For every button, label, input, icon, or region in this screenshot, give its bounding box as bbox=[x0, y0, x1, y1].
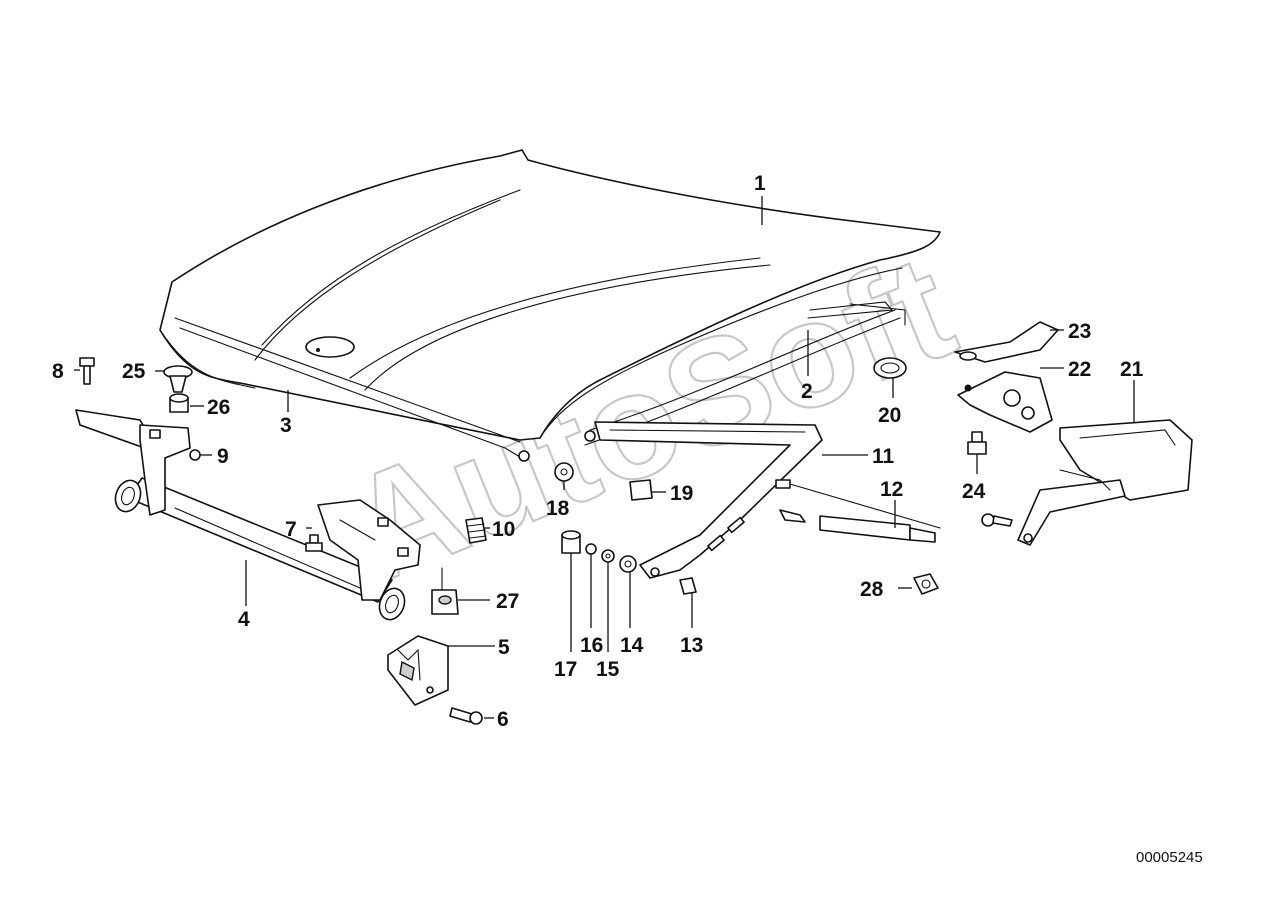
hinge-21 bbox=[1017, 419, 1193, 546]
bump-stop-27 bbox=[431, 567, 459, 615]
callout-19: 19 bbox=[670, 482, 693, 505]
callout-14: 14 bbox=[620, 634, 644, 657]
callout-15: 15 bbox=[596, 658, 620, 681]
hood-lock-5 bbox=[387, 635, 449, 706]
clip-18 bbox=[554, 462, 574, 482]
callout-8: 8 bbox=[52, 360, 64, 383]
center-hinge-bracket bbox=[317, 499, 421, 601]
bolt-8 bbox=[79, 357, 95, 385]
lock-washer-16 bbox=[585, 543, 597, 555]
callout-23: 23 bbox=[1068, 320, 1091, 343]
callout-26: 26 bbox=[207, 396, 230, 419]
torsion-tube-part bbox=[114, 477, 406, 621]
bolt-7 bbox=[305, 534, 323, 552]
callout-22: 22 bbox=[1068, 358, 1091, 381]
plate-23 bbox=[954, 321, 1059, 363]
callout-6: 6 bbox=[497, 708, 509, 731]
rubber-buffer-part bbox=[465, 517, 487, 544]
grommet-part bbox=[873, 357, 907, 379]
expanding-rivet-25 bbox=[163, 365, 193, 393]
callout-24: 24 bbox=[962, 480, 986, 503]
left-hinge-bracket bbox=[75, 409, 201, 516]
callout-1: 1 bbox=[754, 172, 766, 195]
callout-18: 18 bbox=[546, 497, 570, 520]
hinge-bracket-22 bbox=[957, 371, 1053, 433]
callout-28: 28 bbox=[860, 578, 884, 601]
callout-7: 7 bbox=[285, 518, 297, 541]
callout-10: 10 bbox=[492, 518, 515, 541]
clip-19 bbox=[629, 479, 653, 501]
callout-5: 5 bbox=[498, 636, 510, 659]
callout-27: 27 bbox=[496, 590, 519, 613]
leader-lines bbox=[74, 196, 1135, 719]
callout-3: 3 bbox=[280, 414, 292, 437]
bushing-14 bbox=[619, 555, 637, 573]
bolt-24b bbox=[981, 513, 1013, 527]
callout-16: 16 bbox=[580, 634, 603, 657]
hood-part bbox=[159, 149, 941, 462]
callout-20: 20 bbox=[878, 404, 901, 427]
washer-15 bbox=[601, 549, 615, 563]
bolt-24 bbox=[967, 431, 987, 455]
nut-26 bbox=[169, 393, 189, 413]
callout-labels: 1 2 3 4 5 6 7 8 9 10 11 12 13 14 15 16 1… bbox=[52, 172, 1144, 731]
hood-support-arm-11 bbox=[594, 421, 823, 579]
callout-9: 9 bbox=[217, 445, 229, 468]
gas-strut-12 bbox=[775, 479, 941, 543]
callout-13: 13 bbox=[680, 634, 703, 657]
clip-13 bbox=[679, 577, 697, 595]
callout-12: 12 bbox=[880, 478, 903, 501]
callout-17: 17 bbox=[554, 658, 577, 681]
document-id: 00005245 bbox=[1136, 849, 1203, 866]
callout-11: 11 bbox=[872, 445, 895, 468]
nut-clip-28 bbox=[913, 573, 939, 595]
callout-21: 21 bbox=[1120, 358, 1144, 381]
bushing-17 bbox=[561, 530, 581, 554]
callout-4: 4 bbox=[238, 608, 250, 631]
callout-25: 25 bbox=[122, 360, 146, 383]
callout-2: 2 bbox=[801, 380, 813, 403]
bolt-6 bbox=[449, 707, 483, 725]
